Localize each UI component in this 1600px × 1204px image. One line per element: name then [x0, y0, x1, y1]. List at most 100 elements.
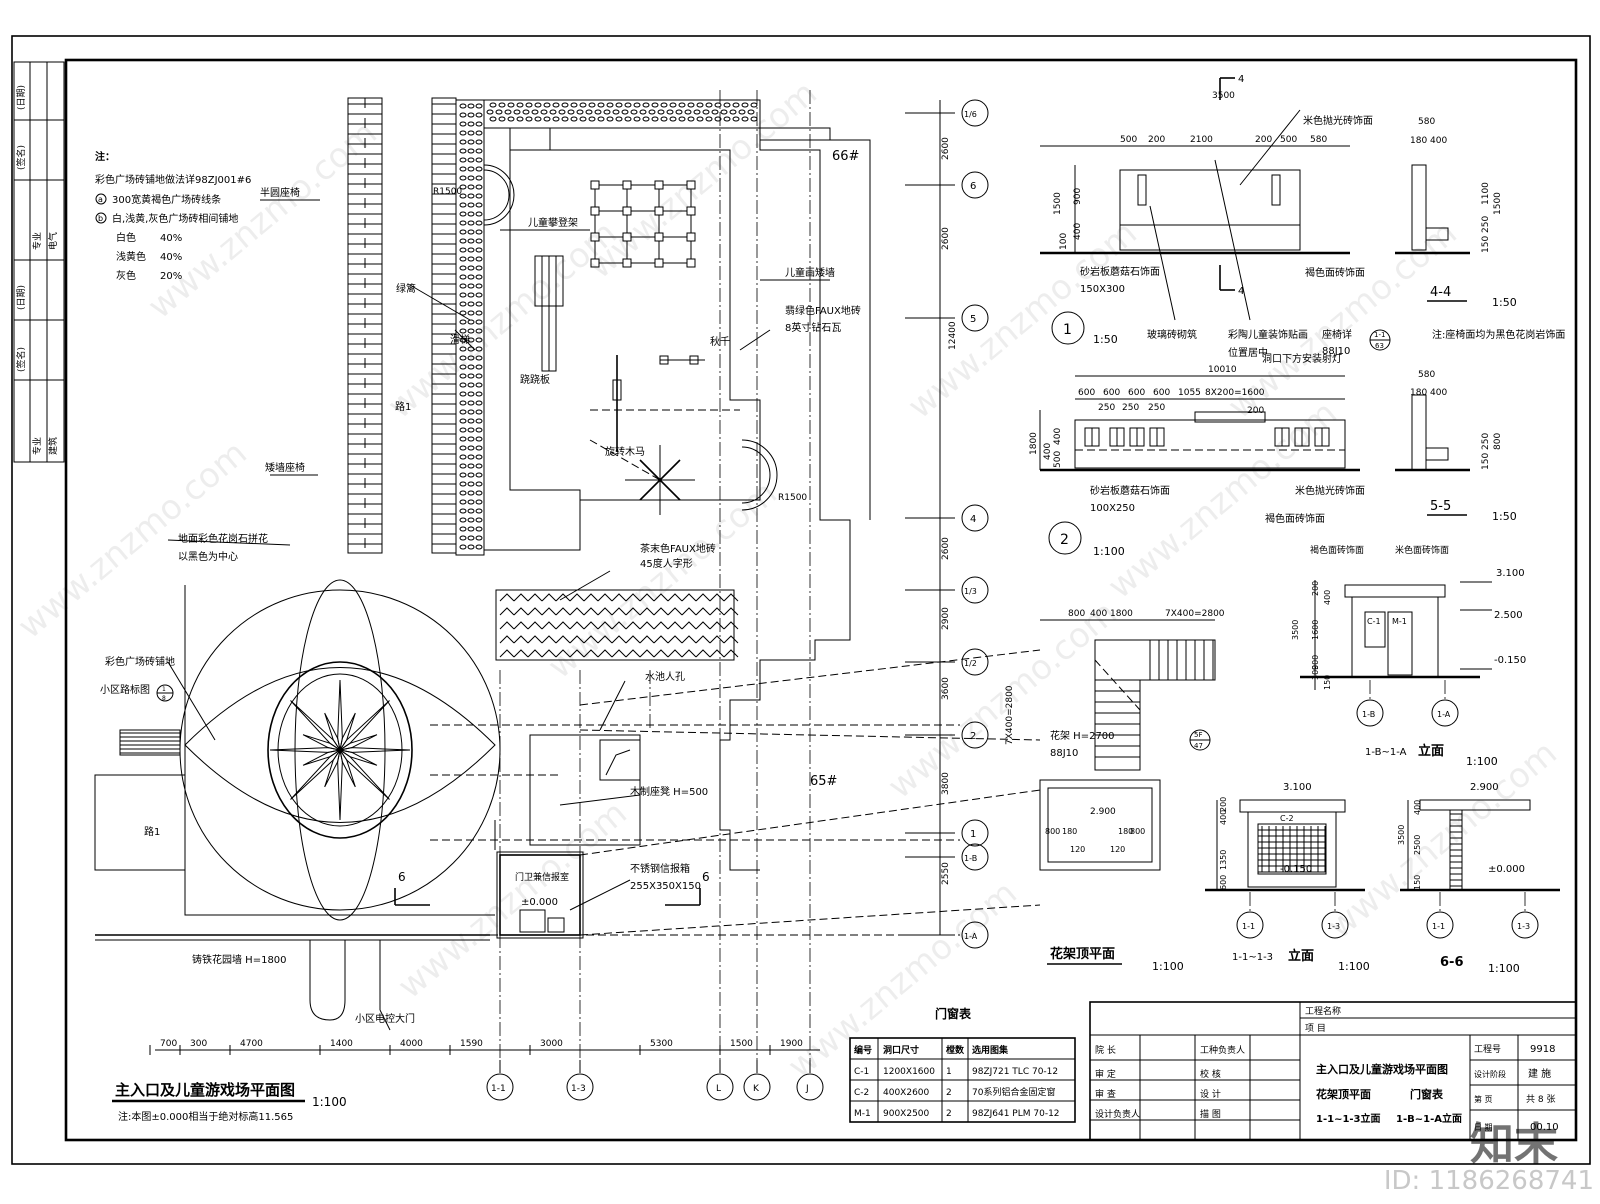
table-header-3: 选用图集 [972, 1044, 1009, 1056]
label-jade-tile2: 8英寸钻石瓦 [785, 321, 841, 334]
right-dim-5: 3600 [941, 677, 951, 700]
guard-house [499, 854, 581, 936]
d1-glass-brick: 玻璃砖砌筑 [1147, 328, 1197, 341]
tb-row-1-b: 校 核 [1200, 1068, 1221, 1080]
notes-grey-pct: 20% [160, 271, 182, 282]
d5-dim150250: 150 250 [1481, 433, 1491, 470]
label-color-paving: 彩色广场砖铺地 [105, 655, 175, 668]
table-cell-0-3: 98ZJ721 TLC 70-12 [972, 1067, 1058, 1077]
d2-dim-4: 1055 [1178, 388, 1201, 398]
d2-dim2-0: 250 [1098, 403, 1115, 413]
elev-b-axis-0: 1-B [1362, 710, 1375, 719]
tb-drawing-title2: 花架顶平面 [1316, 1087, 1371, 1101]
right-dim-1: 12400 [948, 321, 958, 350]
elev-b-vert-6: 200 [1311, 581, 1320, 596]
sec66-l1: 2.900 [1470, 782, 1499, 793]
bottom-dim-3: 1400 [330, 1039, 353, 1049]
stone-hatch [459, 102, 758, 550]
d4-dim180400: 180 400 [1410, 136, 1447, 146]
climbing-frame [590, 180, 696, 268]
bldg65-label: 65# [810, 774, 837, 789]
axis-bottom-1: 1-3 [571, 1084, 586, 1094]
detail1-total: 3500 [1212, 91, 1235, 101]
d2-dim-3: 600 [1153, 388, 1170, 398]
road1-label: 路1 [395, 400, 411, 413]
bottom-dim-0: 700 [160, 1039, 177, 1049]
sec66-l0: ±0.000 [1488, 864, 1525, 875]
d1-sand-stone-size: 150X300 [1080, 284, 1125, 295]
d2-dim-1: 600 [1103, 388, 1120, 398]
axis-right-5: 1/2 [964, 659, 977, 668]
compass-star [269, 679, 411, 821]
tb-row-0-b: 工种负责人 [1200, 1044, 1245, 1056]
label-ground-pattern: 地面彩色花岗石拼花 [178, 532, 268, 545]
elevation-1b-1a: C-1 M-1 褐色面砖饰面 米色面砖饰面 3.100 2.500 -0.150… [1291, 544, 1526, 768]
pergola-dim-b-2: 120 [1070, 845, 1085, 854]
plaza-pattern [179, 579, 501, 921]
bottom-dim-5: 1590 [460, 1039, 483, 1049]
d4-dim580: 580 [1418, 117, 1435, 127]
notes-line1: 彩色广场砖铺地做法详98ZJ001#6 [95, 173, 251, 186]
label-ground-pattern2: 以黑色为中心 [178, 550, 238, 563]
d4-dim1500: 1500 [1493, 192, 1503, 215]
axis-right-4: 1/3 [964, 587, 977, 596]
label-tea-tile2: 45度人字形 [640, 557, 693, 570]
axis-right-0: 1/6 [964, 110, 977, 119]
tb-date-value: 00.10 [1530, 1122, 1559, 1133]
pergola-circ-top: 5F [1194, 731, 1202, 739]
label-green-fence: 绿篱 [396, 282, 416, 295]
d2-dim-2: 600 [1128, 388, 1145, 398]
elev-b-brown: 褐色面砖饰面 [1310, 544, 1364, 556]
notes-line2: 300宽黄褐色广场砖线条 [112, 193, 221, 206]
elev-b-m1: M-1 [1392, 617, 1407, 626]
elev-b-l2: 2.500 [1494, 610, 1523, 621]
table-cell-2-0: M-1 [854, 1109, 871, 1119]
elev-c-axis-1: 1-3 [1327, 922, 1340, 931]
label-swing: 秋千 [710, 335, 730, 348]
sec66-scale: 1:100 [1488, 962, 1520, 975]
table-title: 门窗表 [935, 1006, 972, 1021]
notes-white-pct: 40% [160, 233, 182, 244]
d5-dim180400: 180 400 [1410, 388, 1447, 398]
pergola-dim-b-4: 180 [1118, 827, 1133, 836]
svg-text:1: 1 [162, 686, 166, 693]
title-block: 工程名称 项 目 院 长工种负责人审 定校 核审 查设 计设计负责人描 图 主入… [1089, 1001, 1577, 1141]
tb-date-label: 日 期 [1474, 1123, 1493, 1132]
right-dim-6: 3800 [941, 772, 951, 795]
section-6-left: 6 [398, 870, 406, 884]
strip-col-3: 专业 [31, 437, 43, 455]
d5-dim800: 800 [1493, 433, 1503, 450]
tb-row-2-a: 审 查 [1095, 1088, 1116, 1100]
table-cell-2-1: 900X2500 [883, 1109, 930, 1119]
d2-total: 10010 [1208, 365, 1237, 375]
notes-yellow: 浅黄色 [116, 250, 146, 263]
strip-date-label-2: (日期) [16, 285, 27, 310]
tb-total-label: 共 8 张 [1526, 1094, 1555, 1105]
main-plan: 路1 R1500 R1500 [94, 90, 1115, 1123]
strip-sign-label-2: (签名) [15, 347, 27, 372]
d2-light: 洞口下方安装射灯 [1262, 352, 1342, 365]
table-cell-1-3: 70系列铝合金固定窗 [972, 1086, 1055, 1098]
tb-drawing-title5: 1-B~1-A立面 [1396, 1112, 1462, 1125]
label-pool-manhole: 水池人孔 [645, 670, 685, 683]
axis-right-9: 1-A [964, 932, 978, 941]
right-dim-0: 2600 [941, 137, 951, 160]
elev-b-vert-0: 3500 [1291, 620, 1300, 640]
right-dim-2: 2600 [941, 227, 951, 250]
outer-frame [11, 35, 1591, 1165]
d1-dim-3: 200 [1255, 135, 1272, 145]
tb-sign-rows: 院 长工种负责人审 定校 核审 查设 计设计负责人描 图 [1095, 1044, 1245, 1120]
d2-dim-5: 8X200=1600 [1205, 388, 1265, 398]
pergola-level: 2.900 [1090, 807, 1116, 817]
elev-b-vert-3: 300 [1311, 665, 1320, 680]
main-title: 主入口及儿童游戏场平面图 [115, 1081, 295, 1099]
notes-mark-a: a [98, 195, 103, 204]
elev-c-prefix: 1-1~1-3 [1232, 952, 1273, 963]
